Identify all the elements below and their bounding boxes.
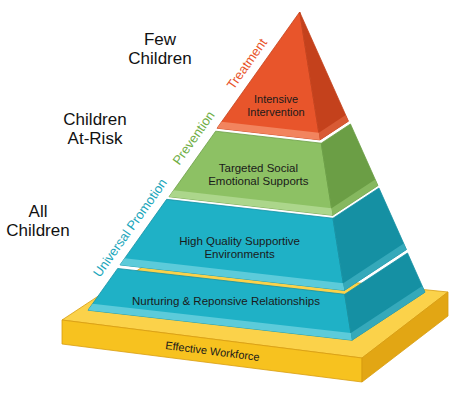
relationships-tier: Nurturing & Reponsive Relationships <box>87 252 426 341</box>
targeted-tier: Targeted Social Emotional Supports <box>168 123 379 216</box>
group-label: Few Children <box>120 31 200 68</box>
tier-text: Targeted Social Emotional Supports <box>198 162 318 188</box>
tier-face <box>362 292 448 382</box>
tier-text: Nurturing & Reponsive Relationships <box>110 295 343 308</box>
tier-text: Intensive Intervention <box>245 93 308 118</box>
intensive-tier: Intensive Intervention <box>216 11 349 141</box>
tier-face <box>62 320 362 382</box>
tier-face <box>300 12 349 140</box>
pyramid-tier-shape <box>216 11 349 141</box>
group-label: All Children <box>3 203 73 240</box>
group-label: Children At-Risk <box>55 111 135 148</box>
tier-text: High Quality Supportive Environments <box>165 235 315 261</box>
